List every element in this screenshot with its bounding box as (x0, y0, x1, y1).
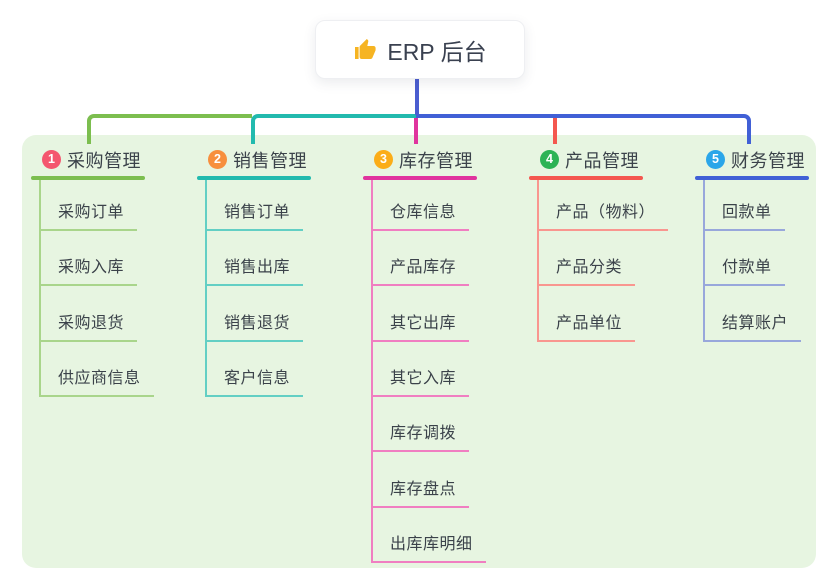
branch-vline (703, 176, 705, 342)
mindmap-item[interactable]: 库存调拨 (371, 422, 470, 453)
mindmap-panel (22, 135, 816, 568)
mindmap-item[interactable]: 付款单 (703, 256, 785, 287)
connector-branch-2 (251, 114, 417, 144)
mindmap-item[interactable]: 销售出库 (205, 256, 304, 287)
branch-title: 采购管理 (67, 150, 141, 171)
branch-underline (529, 176, 643, 180)
root-title: ERP 后台 (387, 38, 487, 65)
branch-underline (695, 176, 809, 180)
mindmap-item[interactable]: 采购入库 (39, 256, 138, 287)
mindmap-item[interactable]: 回款单 (703, 201, 785, 231)
branch-vline (537, 176, 539, 342)
mindmap-item[interactable]: 其它入库 (371, 367, 470, 397)
branch-number-badge: 1 (42, 150, 61, 169)
branch-header[interactable]: 5 财务管理 (695, 143, 805, 176)
connector-branch-5 (416, 114, 751, 144)
mindmap-item[interactable]: 客户信息 (205, 367, 304, 397)
branch-vline (371, 176, 373, 563)
branch-number-badge: 2 (208, 150, 227, 169)
connector-root-stem (415, 77, 419, 115)
mindmap-item[interactable]: 库存盘点 (371, 478, 470, 508)
thumbs-up-icon (353, 38, 377, 62)
connector-drop-branch-4 (553, 117, 557, 144)
branch-title: 产品管理 (565, 150, 639, 171)
mindmap-item[interactable]: 产品单位 (537, 312, 636, 342)
branch-vline (205, 176, 207, 397)
branch-underline (31, 176, 145, 180)
branch-underline (363, 176, 477, 180)
branch-vline (39, 176, 41, 397)
mindmap-item[interactable]: 产品分类 (537, 256, 636, 287)
mindmap-item[interactable]: 产品库存 (371, 256, 470, 287)
mindmap-item[interactable]: 供应商信息 (39, 367, 154, 397)
branch-header[interactable]: 1 采购管理 (31, 143, 141, 176)
mindmap-item[interactable]: 销售退货 (205, 312, 304, 342)
branch-number-badge: 4 (540, 150, 559, 169)
mindmap-item[interactable]: 销售订单 (205, 201, 304, 231)
connector-branch-1 (87, 114, 252, 144)
mindmap-item[interactable]: 其它出库 (371, 312, 470, 342)
branch-title: 财务管理 (731, 150, 805, 171)
connector-drop-branch-3 (414, 117, 418, 144)
mindmap-item[interactable]: 采购订单 (39, 201, 138, 231)
branch-header[interactable]: 4 产品管理 (529, 143, 639, 176)
branch-title: 库存管理 (399, 150, 473, 171)
root-node[interactable]: ERP 后台 (315, 20, 525, 79)
branch-number-badge: 5 (706, 150, 725, 169)
branch-header[interactable]: 2 销售管理 (197, 143, 307, 176)
branch-underline (197, 176, 311, 180)
branch-number-badge: 3 (374, 150, 393, 169)
mindmap-item[interactable]: 结算账户 (703, 312, 802, 342)
mindmap-item[interactable]: 采购退货 (39, 312, 138, 342)
mindmap-item[interactable]: 出库库明细 (371, 533, 486, 563)
mindmap-item[interactable]: 产品（物料） (537, 201, 669, 231)
branch-title: 销售管理 (233, 150, 307, 171)
branch-header[interactable]: 3 库存管理 (363, 143, 473, 176)
mindmap-item[interactable]: 仓库信息 (371, 201, 470, 231)
